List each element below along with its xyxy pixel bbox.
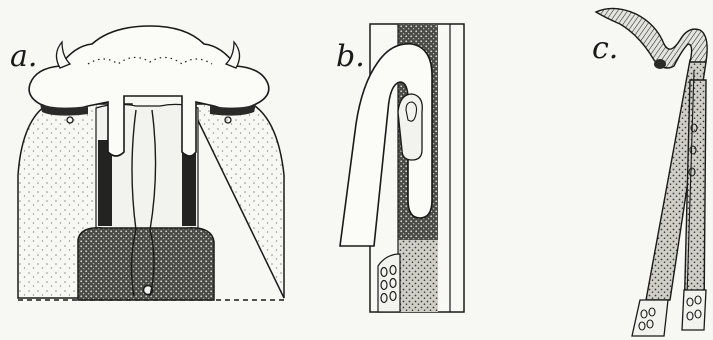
panel-a-hook-left: [56, 42, 70, 68]
panel-c-nodule: [654, 59, 666, 69]
panel-b-medium-column: [398, 240, 438, 312]
panel-b: b.: [336, 24, 464, 312]
panel-a-hook-right: [226, 42, 240, 68]
panel-c-label: c.: [592, 31, 618, 66]
panel-b-inner-loop: [398, 94, 422, 160]
panel-a: a.: [10, 26, 284, 300]
panel-b-label: b.: [336, 39, 365, 74]
panel-c-egg-sac-right: [682, 290, 706, 330]
panel-a-label: a.: [10, 39, 37, 74]
panel-c: c.: [592, 8, 707, 336]
panel-c-egg-sac-left: [632, 300, 668, 336]
